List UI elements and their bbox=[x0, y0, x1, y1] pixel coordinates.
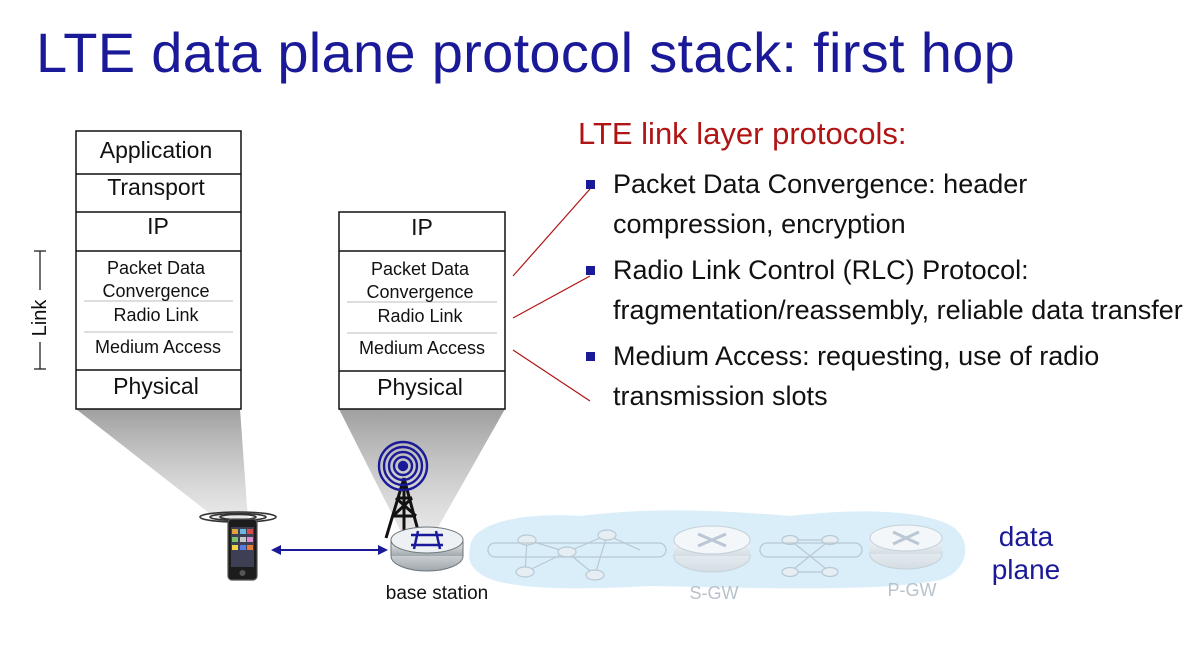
bs-layer-packet-data: Packet Data bbox=[371, 259, 470, 279]
link-bracket-label: Link bbox=[29, 299, 51, 337]
layer-packet-data: Packet Data bbox=[107, 258, 206, 278]
bullet-connectors bbox=[512, 188, 591, 402]
sgw-router-icon bbox=[673, 525, 751, 573]
sgw-label: S-GW bbox=[690, 583, 739, 603]
radio-waves-icon bbox=[377, 440, 429, 492]
phone-projection-beam bbox=[76, 409, 248, 520]
layer-physical: Physical bbox=[113, 373, 199, 399]
smartphone-icon bbox=[227, 518, 258, 581]
bullet-mac-text: Medium Access: requesting, use of radio … bbox=[613, 341, 1100, 411]
base-station-router-icon bbox=[390, 526, 464, 572]
link-layer-bullets: Packet Data Convergence: header compress… bbox=[585, 164, 1185, 422]
data-plane-label: data plane bbox=[991, 521, 1061, 585]
phone-protocol-stack: Application Transport IP Packet Data Con… bbox=[75, 130, 242, 410]
slide-title: LTE data plane protocol stack: first hop bbox=[36, 21, 1016, 84]
layer-convergence: Convergence bbox=[102, 281, 209, 301]
base-station-label: base station bbox=[386, 583, 488, 604]
bullet-rlc: Radio Link Control (RLC) Protocol: fragm… bbox=[585, 250, 1185, 330]
bs-layer-physical: Physical bbox=[377, 374, 463, 400]
bullet-mac: Medium Access: requesting, use of radio … bbox=[585, 336, 1185, 416]
bs-layer-ip: IP bbox=[411, 214, 433, 240]
bullet-rlc-text: Radio Link Control (RLC) Protocol: fragm… bbox=[613, 255, 1183, 325]
pgw-router-icon bbox=[869, 524, 943, 570]
layer-ip: IP bbox=[147, 213, 169, 239]
bs-layer-convergence: Convergence bbox=[366, 282, 473, 302]
layer-application: Application bbox=[100, 137, 213, 163]
base-station-protocol-stack: IP Packet Data Convergence Radio Link Me… bbox=[338, 211, 506, 410]
bullet-square-icon bbox=[586, 352, 595, 361]
layer-transport: Transport bbox=[107, 174, 205, 200]
core-network-mesh-middle bbox=[781, 534, 839, 578]
pgw-label: P-GW bbox=[888, 580, 937, 600]
bullet-pdcp-text: Packet Data Convergence: header compress… bbox=[613, 169, 1028, 239]
layer-medium-access: Medium Access bbox=[95, 337, 221, 357]
bullet-square-icon bbox=[586, 180, 595, 189]
link-layer-heading: LTE link layer protocols: bbox=[578, 116, 907, 151]
bs-layer-radio-link: Radio Link bbox=[377, 306, 463, 326]
bullet-square-icon bbox=[586, 266, 595, 275]
link-bracket bbox=[34, 250, 46, 370]
base-station-projection-beam bbox=[339, 409, 505, 538]
layer-radio-link: Radio Link bbox=[113, 305, 199, 325]
bs-layer-medium-access: Medium Access bbox=[359, 338, 485, 358]
gtp-tunnels bbox=[487, 542, 863, 558]
bullet-pdcp: Packet Data Convergence: header compress… bbox=[585, 164, 1185, 244]
